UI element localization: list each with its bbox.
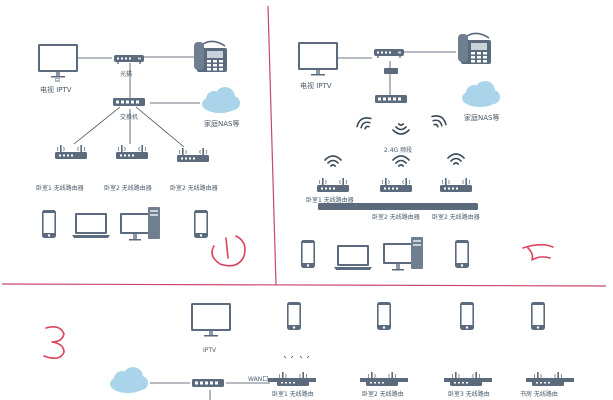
wan-label: WAN口 — [248, 376, 268, 383]
router-icon — [54, 144, 88, 160]
router-icon — [176, 147, 210, 163]
router-icon — [439, 177, 473, 193]
modem-label: 光猫 — [120, 70, 132, 78]
panel-3: IPTV WAN口 卧室1 无线路由 卧室2 无线路由 卧室3 无线路由 书房 … — [43, 302, 574, 400]
tv-icon — [191, 303, 231, 337]
router-label: 书房 无线路由 — [520, 390, 558, 398]
nas-label: 家庭NAS等 — [204, 119, 239, 128]
router-label: 卧室3 无线路由 — [448, 390, 490, 398]
panel-2: 电视 IPTV 家庭NAS等 2.4G 频段 卧室1 无线路由器 卧室2 无线路… — [298, 32, 554, 271]
desktop-icon — [383, 237, 423, 271]
modem-icon — [114, 55, 144, 64]
vertical-divider — [267, 5, 277, 286]
router-label: 卧室2 无线路由器 — [104, 184, 152, 192]
router-label: 卧室2 无线路由器 — [432, 213, 480, 221]
cloud-icon — [202, 87, 240, 113]
mobile-icon — [194, 210, 208, 238]
tv-label: 电视 IPTV — [300, 81, 332, 90]
switch-icon — [113, 98, 145, 106]
mobile-icon — [460, 302, 474, 330]
switch-icon — [375, 95, 407, 103]
router-icon — [316, 177, 350, 193]
wifi-icon — [354, 114, 375, 133]
desktop-icon — [120, 207, 160, 241]
router-label: 卧室1 无线路由器 — [306, 196, 354, 204]
wifi-icon — [392, 123, 410, 135]
tv-label: 电视 IPTV — [40, 85, 72, 94]
modem-icon — [374, 49, 404, 58]
mobile-icon — [377, 302, 391, 330]
band-label: 2.4G 频段 — [384, 146, 412, 154]
phone-icon — [457, 32, 492, 65]
annotation-mark-3 — [43, 326, 65, 360]
mobile-icon — [455, 240, 469, 268]
nas-label: 家庭NAS等 — [464, 113, 499, 122]
router-signal — [283, 355, 310, 359]
mobile-icon — [42, 210, 56, 238]
switch-label: 交换机 — [120, 113, 138, 121]
router-base — [268, 378, 316, 382]
switch-icon — [192, 379, 224, 387]
router-base — [444, 378, 492, 382]
mobile-icon — [301, 240, 315, 268]
panel-1: ⊟ 电视 IPTV 光猫 交换机 家庭NAS等 卧室1 无线路由器 卧室2 无线… — [36, 40, 246, 267]
router-icon — [115, 144, 149, 160]
router-icon — [379, 177, 413, 193]
tv-label: IPTV — [203, 347, 217, 354]
annotation-mark-1 — [211, 235, 246, 267]
horizontal-divider — [1, 283, 607, 287]
modem-stand — [384, 68, 398, 74]
router-label: 卧室2 无线路由器 — [372, 213, 420, 221]
phone-icon — [193, 40, 228, 73]
tv-tag: ⊟ — [55, 77, 60, 84]
laptop-icon — [72, 213, 110, 238]
wifi-icon — [392, 155, 410, 167]
tv-icon — [38, 44, 78, 78]
mobile-icon — [287, 302, 301, 330]
router-base — [360, 378, 408, 382]
shared-switch-bar — [318, 203, 478, 210]
wifi-icon — [428, 112, 449, 131]
annotation-mark-2 — [522, 243, 554, 261]
router-label: 卧室2 无线路由器 — [170, 184, 218, 192]
tv-icon — [298, 42, 338, 76]
router-label: 卧室1 无线路由器 — [36, 184, 84, 192]
laptop-icon — [334, 245, 372, 270]
wire — [150, 382, 270, 400]
cloud-icon — [462, 81, 500, 107]
router-label: 卧室2 无线路由 — [362, 390, 404, 398]
wifi-icon — [447, 153, 465, 165]
wifi-icon — [324, 155, 342, 167]
cloud-icon — [110, 367, 148, 393]
router-label: 卧室1 无线路由 — [272, 390, 314, 398]
mobile-icon — [531, 302, 545, 330]
router-base — [526, 378, 574, 382]
wire — [70, 56, 200, 148]
